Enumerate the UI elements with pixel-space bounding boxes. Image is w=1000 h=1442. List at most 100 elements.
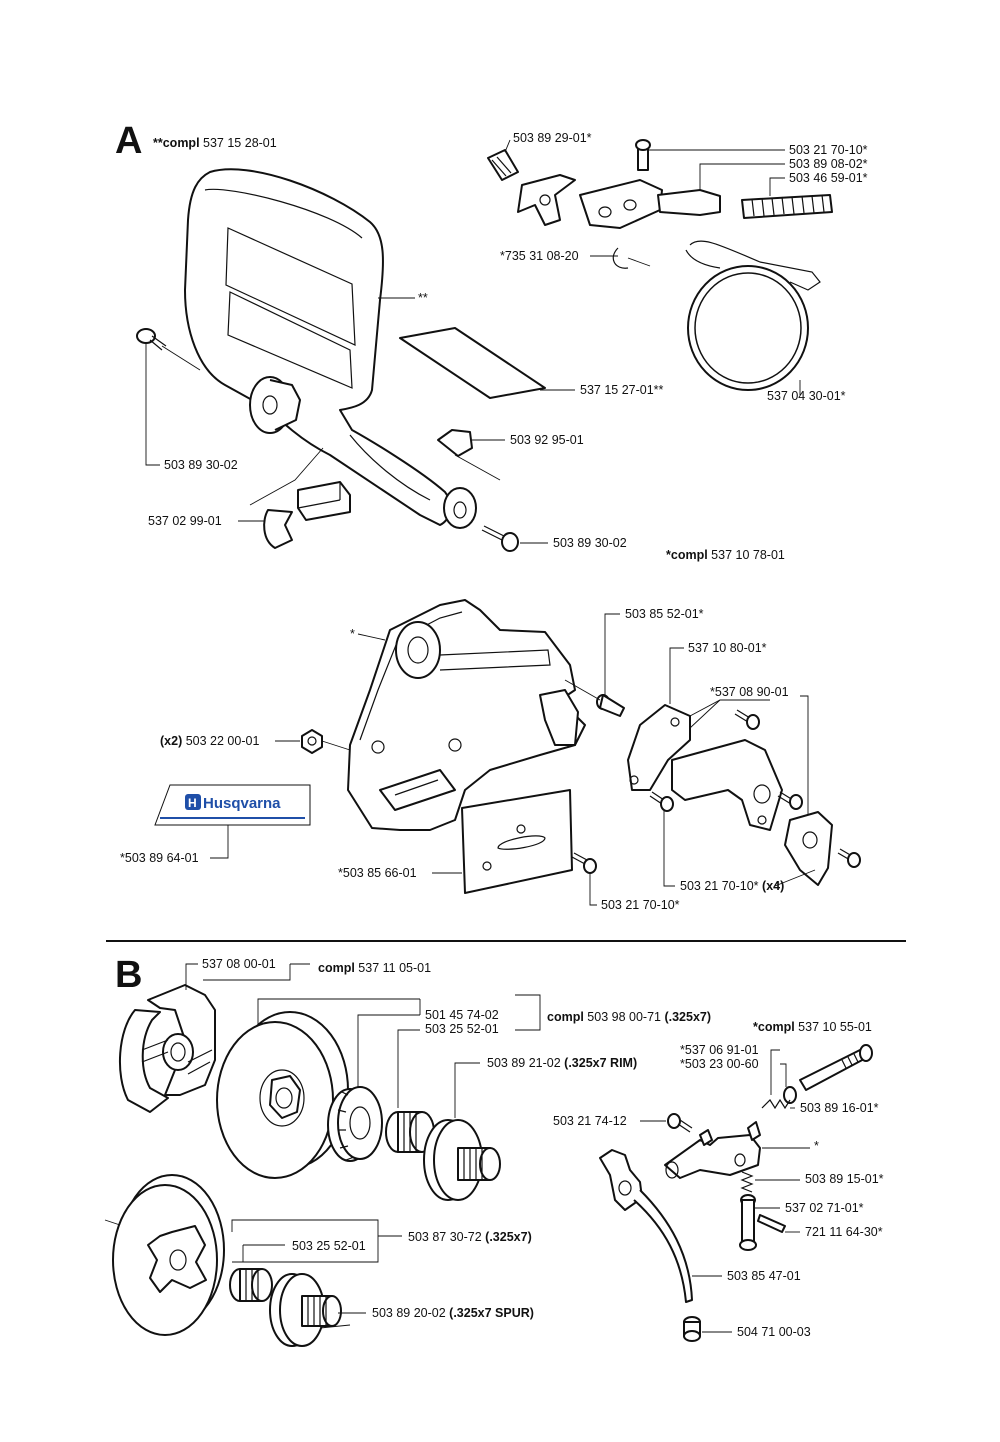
- pump-housing: [664, 1121, 761, 1179]
- bracket-spur-set: [231, 1219, 379, 1263]
- screw-503-89-30-02-a: [136, 328, 201, 371]
- label-503-21-70-10-top: 503 21 70-10*: [789, 143, 868, 157]
- cam-537-02-99-01: [263, 481, 351, 549]
- pin-721-11-64-30: [757, 1214, 786, 1233]
- label-503-25-52-01-b: 503 25 52-01: [292, 1239, 366, 1253]
- b-compl2-number: 503 98 00-71: [587, 1010, 661, 1024]
- leader-503-89-21-02: [454, 1062, 480, 1118]
- label-503-21-70-10-bottom: 503 21 70-10*: [601, 898, 680, 912]
- label-503-89-29-01: 503 89 29-01*: [513, 131, 592, 145]
- label-503-89-30-02-a: 503 89 30-02: [164, 458, 238, 472]
- label-503-89-64-01: *503 89 64-01: [120, 851, 199, 865]
- needle-bearing-a: [385, 1111, 435, 1153]
- x2-qty: (x2): [160, 734, 182, 748]
- label-503-87-30-72: 503 87 30-72 (.325x7): [408, 1230, 532, 1244]
- label-503-89-30-02-b: 503 89 30-02: [553, 536, 627, 550]
- label-compl-537-11-05-01: compl 537 11 05-01: [318, 961, 431, 975]
- leader-503-85-52-01: [604, 613, 620, 695]
- spring-503-89-16-01: [761, 1098, 791, 1110]
- leader-537-08-00-01: [185, 963, 198, 990]
- label-537-10-80-01: 537 10 80-01*: [688, 641, 767, 655]
- label-537-04-30-01: 537 04 30-01*: [767, 389, 846, 403]
- screw-503-21-74-12: [667, 1113, 693, 1133]
- label-537-08-90-01: *537 08 90-01: [710, 685, 789, 699]
- label-503-89-16-01: 503 89 16-01*: [800, 1101, 879, 1115]
- nut-503-22-00-01: [301, 729, 323, 754]
- chain-catcher: [784, 811, 861, 886]
- clutch-shoes: [118, 984, 216, 1113]
- leader-503-21-70-10-x4: [663, 810, 675, 887]
- lever-503-85-47-01: [599, 1149, 693, 1303]
- label-503-22-00-01: (x2) 503 22 00-01: [160, 734, 259, 748]
- label-735-31-08-20: *735 31 08-20: [500, 249, 579, 263]
- screw-503-89-30-02-b: [481, 525, 519, 552]
- label-504-71-00-03: 504 71 00-03: [737, 1325, 811, 1339]
- husqvarna-decal: H Husqvarna: [154, 784, 311, 826]
- label-537-02-71-01: 537 02 71-01*: [785, 1201, 864, 1215]
- leader-503-89-30-02-a: [145, 343, 160, 466]
- front-hand-guard: [184, 168, 477, 529]
- label-503-21-74-12: 503 21 74-12: [553, 1114, 627, 1128]
- label-compl-537-10-55-01: *compl 537 10 55-01: [753, 1020, 872, 1034]
- leader-537-08-90-01: [689, 699, 770, 717]
- b-compl1-number: 537 11 05-01: [358, 961, 431, 975]
- bracket-537-10-80-01: [627, 704, 783, 831]
- spring-clip-503-92-95-01: [437, 429, 473, 457]
- label-537-06-91-01: *537 06 91-01: [680, 1043, 759, 1057]
- cap-504-71-00-03: [683, 1316, 701, 1342]
- label-double-star: **: [418, 291, 428, 305]
- bracket-rim-set: [515, 994, 541, 1031]
- b-compl2-prefix: compl: [547, 1010, 584, 1024]
- b-compl3-number: 537 10 55-01: [798, 1020, 872, 1034]
- x4-qty: (x4): [762, 879, 784, 893]
- label-503-89-21-02: 503 89 21-02 (.325x7 RIM): [487, 1056, 637, 1070]
- label-537-15-27-01: 537 15 27-01**: [580, 383, 664, 397]
- b-rim-suffix: (.325x7 RIM): [564, 1056, 637, 1070]
- husqvarna-logo-text: Husqvarna: [203, 795, 281, 812]
- label-503-89-08-02: 503 89 08-02*: [789, 157, 868, 171]
- section-letter-a: A: [115, 120, 142, 162]
- spring-503-89-15-01: [740, 1171, 754, 1193]
- bracket-clutch-shoes: [203, 964, 291, 981]
- adjuster-pin: [799, 1044, 873, 1091]
- svg-text:H: H: [188, 796, 197, 810]
- guard-pivot-cam: [249, 376, 301, 434]
- screw-503-21-70-10-bottom: [571, 852, 597, 874]
- b-spur-set-number: 503 87 30-72: [408, 1230, 482, 1244]
- spring-503-46-59-01: [741, 194, 833, 219]
- husqvarna-crown-icon: H: [185, 794, 201, 810]
- label-503-92-95-01: 503 92 95-01: [510, 433, 584, 447]
- decal-plate: [399, 327, 546, 399]
- washer-503-23-00-60: [783, 1086, 797, 1104]
- leader-503-89-08-02: [699, 163, 785, 190]
- screw-537-08-90-01-a: [734, 709, 760, 730]
- leader-503-46-59-01: [769, 177, 785, 196]
- label-721-11-64-30: 721 11 64-30*: [805, 1225, 883, 1239]
- b-compl2-suffix: (.325x7): [664, 1010, 711, 1024]
- leader-537-10-80-01: [669, 647, 684, 704]
- brake-lever-assembly: [487, 139, 721, 229]
- x4-number: 503 21 70-10*: [680, 879, 759, 893]
- clutch-drum: [216, 1011, 349, 1179]
- guard-hinge-eye: [443, 487, 477, 529]
- b-spur-number: 503 89 20-02: [372, 1306, 446, 1320]
- clip-735-31-08-20: [612, 247, 629, 269]
- spur-drum: [112, 1174, 225, 1336]
- label-compl-503-98-00-71: compl 503 98 00-71 (.325x7): [547, 1010, 711, 1024]
- label-compl-537-10-78-01: *compl 537 10 78-01: [666, 548, 785, 562]
- section-letter-b: B: [115, 954, 142, 996]
- spur-hub: [269, 1273, 342, 1347]
- screw-537-08-90-01-b: [777, 791, 803, 810]
- label-503-85-47-01: 503 85 47-01: [727, 1269, 801, 1283]
- leader-rim: [357, 1014, 420, 1088]
- label-503-25-52-01-a: 503 25 52-01: [425, 1022, 499, 1036]
- label-503-85-66-01: *503 85 66-01: [338, 866, 417, 880]
- label-503-89-15-01: 503 89 15-01*: [805, 1172, 884, 1186]
- leader-503-89-64-01: [210, 825, 229, 859]
- label-537-08-00-01: 537 08 00-01: [202, 957, 276, 971]
- plate-503-85-66-01: [461, 789, 573, 894]
- label-503-21-70-10-x4: 503 21 70-10* (x4): [680, 879, 784, 893]
- leader-501-45-74-02: [257, 998, 420, 1025]
- label-star-pump: *: [814, 1139, 819, 1153]
